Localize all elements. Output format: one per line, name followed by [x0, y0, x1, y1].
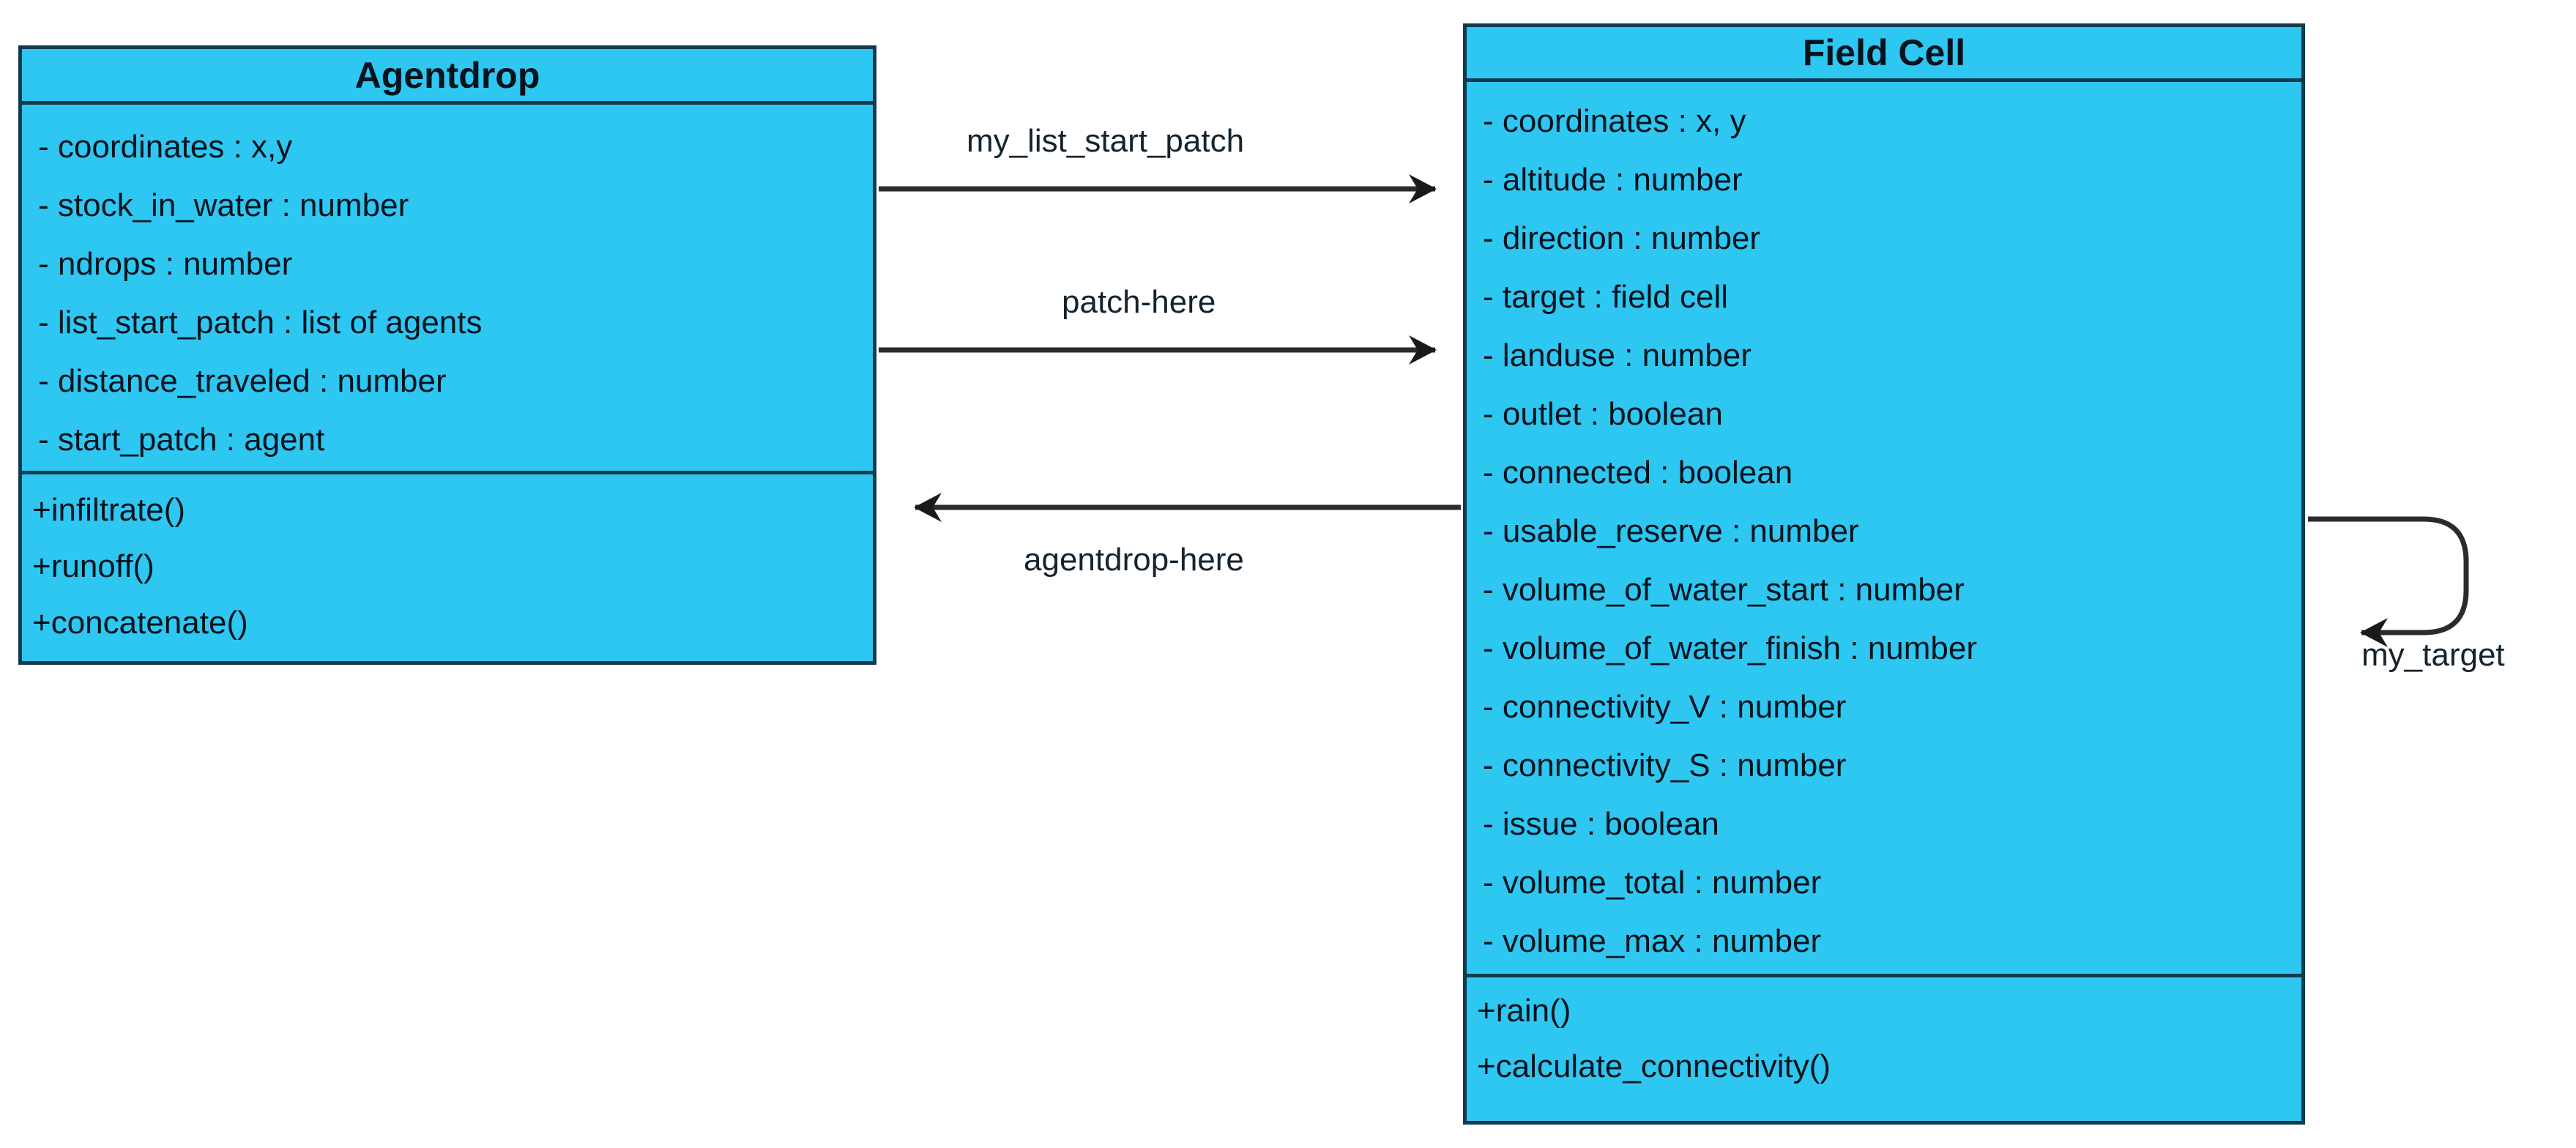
uml-class-agentdrop[interactable]: Agentdrop - coordinates : x,y - stock_in…	[18, 45, 876, 665]
attribute-row: - connectivity_V : number	[1483, 689, 1847, 725]
methods-compartment-agentdrop: +infiltrate() +runoff() +concatenate()	[22, 471, 873, 661]
attribute-row: - coordinates : x,y	[38, 129, 293, 165]
attribute-row: - altitude : number	[1483, 162, 1743, 198]
method-row: +concatenate()	[32, 605, 248, 641]
relationship-label-my-list-start-patch: my_list_start_patch	[967, 123, 1245, 159]
attribute-row: - landuse : number	[1483, 338, 1752, 373]
relationship-line	[2308, 516, 2469, 647]
relationship-label-my-target: my_target	[2361, 637, 2505, 673]
uml-class-field-cell[interactable]: Field Cell - coordinates : x, y - altitu…	[1463, 23, 2305, 1125]
attribute-row: - volume_of_water_finish : number	[1483, 630, 1977, 666]
methods-compartment-field-cell: +rain() +calculate_connectivity()	[1467, 974, 2301, 1121]
attribute-row: - stock_in_water : number	[38, 187, 409, 223]
attribute-row: - coordinates : x, y	[1483, 103, 1746, 139]
attribute-row: - volume_total : number	[1483, 865, 1822, 901]
relationship-label-patch-here: patch-here	[1062, 284, 1216, 320]
attribute-row: - target : field cell	[1483, 279, 1729, 315]
method-row: +calculate_connectivity()	[1477, 1048, 1831, 1084]
method-row: +runoff()	[32, 548, 155, 584]
class-title-field-cell: Field Cell	[1467, 27, 2301, 82]
attribute-row: - connected : boolean	[1483, 455, 1793, 491]
attribute-row: - list_start_patch : list of agents	[38, 305, 483, 340]
attributes-compartment-field-cell: - coordinates : x, y - altitude : number…	[1467, 82, 2301, 974]
relationship-my-target-self-loop	[2308, 516, 2469, 647]
attribute-row: - outlet : boolean	[1483, 396, 1723, 432]
attribute-row: - usable_reserve : number	[1483, 513, 1859, 549]
attribute-row: - volume_of_water_start : number	[1483, 572, 1965, 608]
attribute-row: - issue : boolean	[1483, 806, 1719, 842]
method-row: +infiltrate()	[32, 492, 186, 528]
attributes-compartment-agentdrop: - coordinates : x,y - stock_in_water : n…	[22, 105, 873, 471]
relationship-label-agentdrop-here: agentdrop-here	[1024, 542, 1244, 578]
attribute-row: - direction : number	[1483, 220, 1761, 256]
attribute-row: - volume_max : number	[1483, 923, 1822, 959]
attribute-row: - start_patch : agent	[38, 422, 325, 458]
method-row: +rain()	[1477, 993, 1571, 1029]
attribute-row: - distance_traveled : number	[38, 363, 447, 399]
class-title-agentdrop: Agentdrop	[22, 49, 873, 105]
attribute-row: - connectivity_S : number	[1483, 748, 1847, 783]
attribute-row: - ndrops : number	[38, 246, 293, 282]
